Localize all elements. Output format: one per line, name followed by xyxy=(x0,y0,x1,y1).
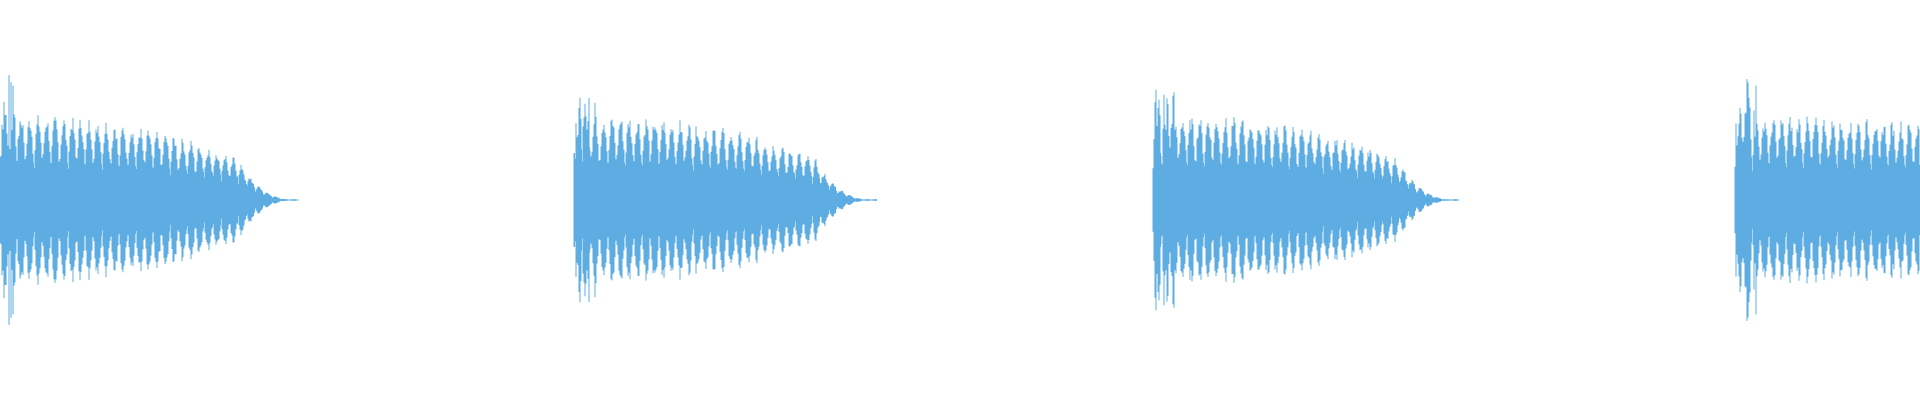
waveform-burst-3 xyxy=(1152,89,1459,311)
waveform-burst-2 xyxy=(573,97,877,303)
waveform-burst-path xyxy=(0,82,299,318)
waveform-burst-path xyxy=(573,97,877,303)
waveform-burst-path xyxy=(1152,89,1459,311)
waveform-burst-path xyxy=(1734,79,1920,321)
waveform-burst-1 xyxy=(0,75,299,325)
waveform-burst-4 xyxy=(1734,79,1920,321)
